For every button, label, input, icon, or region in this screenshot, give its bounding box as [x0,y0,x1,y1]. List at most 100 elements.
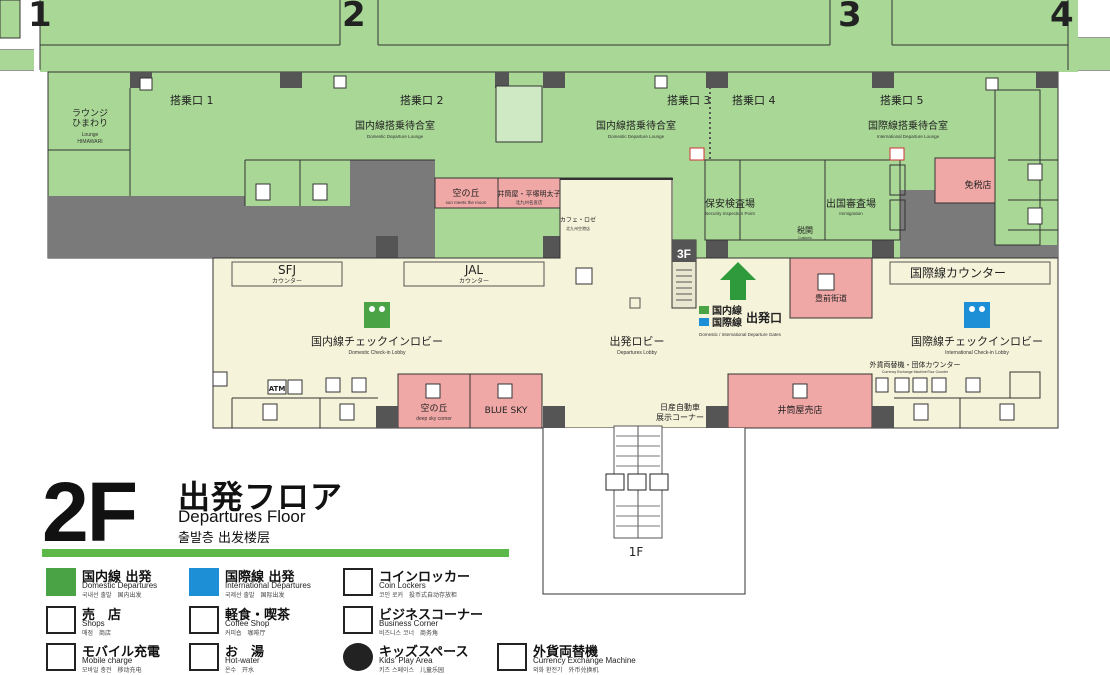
pier-strip [0,0,1110,72]
cafe-rose-en: 北九州空港店 [566,225,590,231]
dutyfree-label: 免税店 [964,179,991,191]
legend-label-ko: 비즈니스 코너 商务角 [379,630,439,637]
jal-counter-sub: カウンター [459,277,489,285]
izutsu-shop-en: 北九州名産店 [516,199,543,206]
gate-label-4: 搭乗口 4 [732,94,776,107]
landside-area [212,177,1059,429]
legend-item-coffee: 軽食・喫茶 Coffee Shop 커피숍 咖啡厅 [189,604,349,638]
legend-item-business: ビジネスコーナー Business Corner 비즈니스 코너 商务角 [343,604,503,638]
dep-lobby-en: Departures Lobby [617,350,657,356]
floor-3f-label: 3F [677,247,691,261]
immigration-ja: 出国審査場 [826,197,876,210]
buzen-shop: 豊前街道 [815,293,847,303]
legend-label: コインロッカー [379,570,471,585]
floor-number: 2F [42,465,138,559]
int-flag-icon [699,318,709,326]
legend-label-en: Business Corner [379,619,439,628]
izutsu-store: 井筒屋売店 [777,404,822,416]
gate-labels: 搭乗口 1 搭乗口 2 搭乗口 3 搭乗口 4 搭乗口 5 [170,94,924,107]
security-en: Security Inspection Point [705,211,755,216]
legend-item-hot-water: お 湯 Hot-water 온수 开水 [189,641,349,675]
legend-label: 売 店 [82,608,122,623]
shop-bag-icon [46,606,76,634]
legend-item-shops: 売 店 Shops 매점 商店 [46,604,206,638]
gate-label-1: 搭乗口 1 [170,94,214,107]
legend-label-ko: 국제선 출발 国际出发 [225,592,285,599]
int-gate-label: 国際線 [712,316,742,329]
gate-label-5: 搭乗口 5 [880,94,924,107]
dom-lounge-en-2: Domestic Departure Lounge [608,134,665,139]
sora-shop-2-ja: 空の丘 [420,402,447,414]
jal-counter: JAL [464,263,484,277]
gate-numbers: 1 2 3 4 [28,0,1074,35]
legend-label-en: Currency Exchange Machine [533,656,636,665]
customs-ja: 税関 [797,225,813,235]
lounge-en-1: Lounge [82,132,99,138]
legend-label: キッズスペース [379,645,469,660]
int-lounge-ja: 国際線搭乗待合室 [868,119,948,132]
nissan-label-2: 展示コーナー [656,413,704,422]
kids-face-icon [343,643,373,671]
gate-label-3: 搭乗口 3 [667,94,711,107]
legend-label-en: Coffee Shop [225,619,270,628]
int-lounge-en: International Departure Lounge [877,134,940,139]
legend-label-en: Kids' Play Area [379,656,433,665]
legend-label: 国際線 出発 [225,570,295,585]
coffee-cup-icon [189,606,219,634]
int-lobby-ja: 国際線チェックインロビー [911,334,1043,348]
domestic-plane-icon [46,568,76,596]
legend-label-ko: 키즈 스페이스 儿童乐园 [379,667,445,674]
nissan-label-1: 日産自動車 [660,402,700,412]
battery-icon [46,643,76,671]
customs-en: Customs [798,236,812,240]
legend-label-en: Coin Lockers [379,581,426,590]
legend-label: お 湯 [225,645,265,660]
dom-lounge-en: Domestic Departure Lounge [367,134,424,139]
security-ja: 保安検査場 [705,197,755,210]
legend-label-en: Mobile charge [82,656,133,665]
sora-shop-1-en: sun meets the moon [446,200,487,205]
gate-label-2: 搭乗口 2 [400,94,444,107]
dom-lobby-en: Domestic Check-in Lobby [349,350,406,356]
dom-lounge-ja-2: 国内線搭乗待合室 [596,119,676,132]
atm-label: ATM [269,385,286,393]
lounge-name-2: ひまわり [72,118,108,129]
legend-label-ko: 모바일 충전 移动充电 [82,667,142,674]
legend-label-ko: 국내선 출발 国内出发 [82,592,142,599]
gate-number-2: 2 [342,0,366,35]
bluesky-shop: BLUE SKY [485,406,528,416]
currency-exchange-icon [497,643,527,671]
legend-label-en: Hot-water [225,656,260,665]
lounge-name-1: ラウンジ [72,108,108,119]
sora-shop-1-ja: 空の丘 [452,187,479,199]
legend-label: ビジネスコーナー [379,608,484,623]
lounge-en-2: HIMAWARI [77,139,102,145]
legend-label-ko: 외화 환전기 外币兑换机 [533,667,599,674]
legend-item-kids: キッズスペース Kids' Play Area 키즈 스페이스 儿童乐园 [343,641,503,675]
exit-label-en: Domestic / International Departure Gates [699,332,782,337]
legend-label-en: Shops [82,619,105,628]
fx-counter-ja: 外貨両替機・団体カウンター [870,360,961,369]
dom-gate-label: 国内線 [712,304,742,317]
legend-label: 軽食・喫茶 [225,608,291,623]
fx-counter-en: Currency Exchange Machine/Tour Counter [882,370,949,374]
legend-label-en: Domestic Departures [82,581,158,590]
laptop-icon [343,606,373,634]
legend-label-ko: 코인 로커 投币式自动存放柜 [379,592,457,599]
international-plane-icon [189,568,219,596]
legend-label: 外貨両替機 [533,645,599,660]
legend-item-domestic: 国内線 出発 Domestic Departures 국내선 출발 国内出发 [46,566,206,600]
sora-shop-2-en: deep sky corner [416,416,452,422]
gate-number-1: 1 [28,0,52,35]
legend-label: モバイル充電 [82,645,161,660]
legend-label-ko: 커피숍 咖啡厅 [225,630,266,637]
legend-item-mobile-charge: モバイル充電 Mobile charge 모바일 충전 移动充电 [46,641,206,675]
int-lobby-en: International Check-in Lobby [945,350,1009,356]
dom-flag-icon [699,306,709,314]
exit-label: 出発口 [746,310,782,325]
floor-title-ja: 出発フロア [178,478,344,516]
floor-1f-label: 1F [629,545,644,559]
title-underline [42,549,509,557]
departure-gate-arrow [720,262,756,300]
